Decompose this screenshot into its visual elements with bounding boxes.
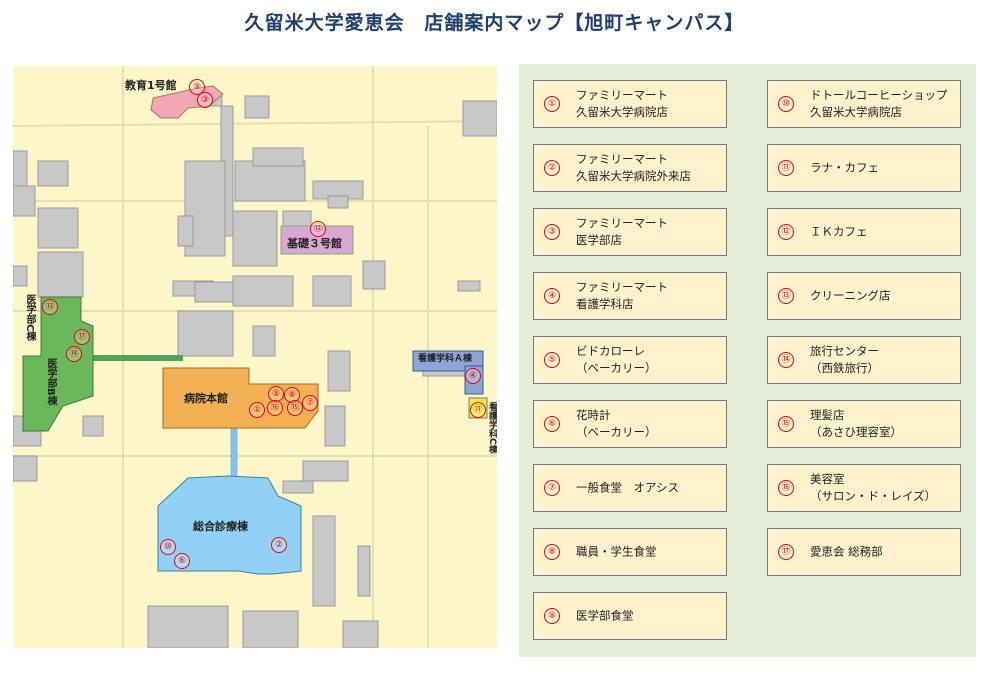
store-number: ⑦ — [544, 480, 560, 496]
store-detail: （ベーカリー） — [576, 425, 657, 439]
store-card-7[interactable]: ⑦ 一般食堂 オアシス — [533, 464, 727, 512]
map-pin-8[interactable]: ⑧ — [284, 387, 300, 403]
store-card-9[interactable]: ⑨ 医学部食堂 — [533, 592, 727, 640]
store-name: ＩＫカフェ — [810, 224, 868, 239]
store-number: ⑭ — [778, 352, 794, 368]
store-name: 一般食堂 オアシス — [576, 480, 680, 495]
store-name: ラナ・カフェ — [810, 160, 879, 175]
store-card-5[interactable]: ⑤ ビドカローレ （ベーカリー） — [533, 336, 727, 384]
store-name: 愛恵会 総務部 — [810, 544, 883, 559]
corridor-green — [93, 355, 183, 361]
campus-map[interactable]: 教育1号館 基礎３号館 病院本館 総合診療棟 医学部C棟 医学部B棟 看護学科Ａ… — [13, 66, 497, 648]
store-name: ファミリーマート — [576, 88, 668, 102]
store-card-8[interactable]: ⑧ 職員・学生食堂 — [533, 528, 727, 576]
label-general-clinic: 総合診療棟 — [193, 520, 248, 533]
map-pin-12[interactable]: ⑫ — [310, 221, 326, 237]
map-pin-13[interactable]: ⑬ — [42, 299, 58, 315]
store-detail: （あさひ理容室） — [810, 425, 902, 439]
map-pin-17[interactable]: ⑰ — [74, 329, 90, 345]
map-pin-16[interactable]: ⑯ — [267, 400, 283, 416]
label-med-b: 医学部B棟 — [45, 358, 56, 406]
label-education-hall: 教育1号館 — [125, 79, 177, 92]
store-card-16[interactable]: ⑯ 美容室 （サロン・ド・レイズ） — [767, 464, 961, 512]
map-pin-3[interactable]: ③ — [197, 92, 213, 108]
store-name: 理髪店 — [810, 408, 845, 422]
map-pin-2[interactable]: ② — [271, 537, 287, 553]
store-number: ⑩ — [778, 96, 794, 112]
store-name: クリーニング店 — [810, 288, 891, 303]
store-card-17[interactable]: ⑰ 愛恵会 総務部 — [767, 528, 961, 576]
gray-buildings — [13, 93, 497, 648]
store-card-14[interactable]: ⑭ 旅行センター （西鉄旅行） — [767, 336, 961, 384]
map-pin-14[interactable]: ⑭ — [66, 346, 82, 362]
store-card-11[interactable]: ⑪ ラナ・カフェ — [767, 144, 961, 192]
store-name: ファミリーマート — [576, 280, 668, 294]
store-name: 医学部食堂 — [576, 608, 634, 623]
store-number: ④ — [544, 288, 560, 304]
store-number: ⑮ — [778, 416, 794, 432]
store-name: 美容室 — [810, 472, 845, 486]
store-name: ドトールコーヒーショップ — [810, 88, 948, 102]
title-sub: 店舗案内マップ【旭町キャンパス】 — [424, 12, 745, 34]
store-number: ⑪ — [778, 160, 794, 176]
store-name: 旅行センター — [810, 344, 879, 358]
store-number: ⑯ — [778, 480, 794, 496]
store-detail: 久留米大学病院外来店 — [576, 169, 691, 183]
map-pin-15[interactable]: ⑮ — [287, 400, 303, 416]
store-card-2[interactable]: ② ファミリーマート久留米大学病院外来店 — [533, 144, 727, 192]
label-basic-hall: 基礎３号館 — [287, 237, 342, 250]
store-detail: （ベーカリー） — [576, 361, 657, 375]
store-number: ⑬ — [778, 288, 794, 304]
map-pin-11[interactable]: ⑪ — [470, 402, 486, 418]
page-title: 久留米大学愛恵会 店舗案内マップ【旭町キャンパス】 — [0, 8, 989, 35]
store-number: ⑤ — [544, 352, 560, 368]
store-number: ① — [544, 96, 560, 112]
store-card-15[interactable]: ⑮ 理髪店 （あさひ理容室） — [767, 400, 961, 448]
store-number: ⑧ — [544, 544, 560, 560]
store-detail: 久留米大学病院店 — [810, 105, 902, 119]
map-pin-4[interactable]: ④ — [465, 368, 481, 384]
label-med-c: 医学部C棟 — [24, 294, 35, 342]
store-detail: 医学部店 — [576, 233, 622, 247]
store-detail: 久留米大学病院店 — [576, 105, 668, 119]
label-nursing-c: 看護学科C棟 — [487, 402, 497, 454]
store-detail: （西鉄旅行） — [810, 361, 879, 375]
store-card-13[interactable]: ⑬ クリーニング店 — [767, 272, 961, 320]
map-pin-6[interactable]: ⑥ — [174, 553, 190, 569]
label-nursing-a: 看護学科Ａ棟 — [418, 354, 473, 364]
store-number: ⑫ — [778, 224, 794, 240]
map-pin-9[interactable]: ⑨ — [189, 79, 205, 95]
store-detail: 看護学科店 — [576, 297, 634, 311]
store-number: ⑥ — [544, 416, 560, 432]
store-list-panel: ① ファミリーマート久留米大学病院店 ② ファミリーマート久留米大学病院外来店 … — [519, 64, 976, 657]
store-name: 職員・学生食堂 — [576, 544, 657, 559]
store-card-4[interactable]: ④ ファミリーマート看護学科店 — [533, 272, 727, 320]
corridor-blue — [230, 425, 238, 482]
map-pin-7[interactable]: ⑦ — [302, 395, 318, 411]
store-number: ② — [544, 160, 560, 176]
label-hospital-main: 病院本館 — [184, 392, 228, 405]
store-name: 花時計 — [576, 408, 611, 422]
building-general-clinic — [157, 475, 302, 575]
store-name: ファミリーマート — [576, 152, 668, 166]
title-main: 久留米大学愛恵会 — [244, 12, 405, 34]
store-card-3[interactable]: ③ ファミリーマート医学部店 — [533, 208, 727, 256]
map-pin-1[interactable]: ① — [249, 402, 265, 418]
store-number: ③ — [544, 224, 560, 240]
store-name: ファミリーマート — [576, 216, 668, 230]
store-number: ⑨ — [544, 608, 560, 624]
map-pin-10[interactable]: ⑩ — [160, 539, 176, 555]
store-number: ⑰ — [778, 544, 794, 560]
store-detail: （サロン・ド・レイズ） — [810, 489, 937, 503]
store-name: ビドカローレ — [576, 344, 645, 358]
store-card-1[interactable]: ① ファミリーマート久留米大学病院店 — [533, 80, 727, 128]
store-card-6[interactable]: ⑥ 花時計 （ベーカリー） — [533, 400, 727, 448]
store-card-12[interactable]: ⑫ ＩＫカフェ — [767, 208, 961, 256]
store-card-10[interactable]: ⑩ ドトールコーヒーショップ久留米大学病院店 — [767, 80, 961, 128]
